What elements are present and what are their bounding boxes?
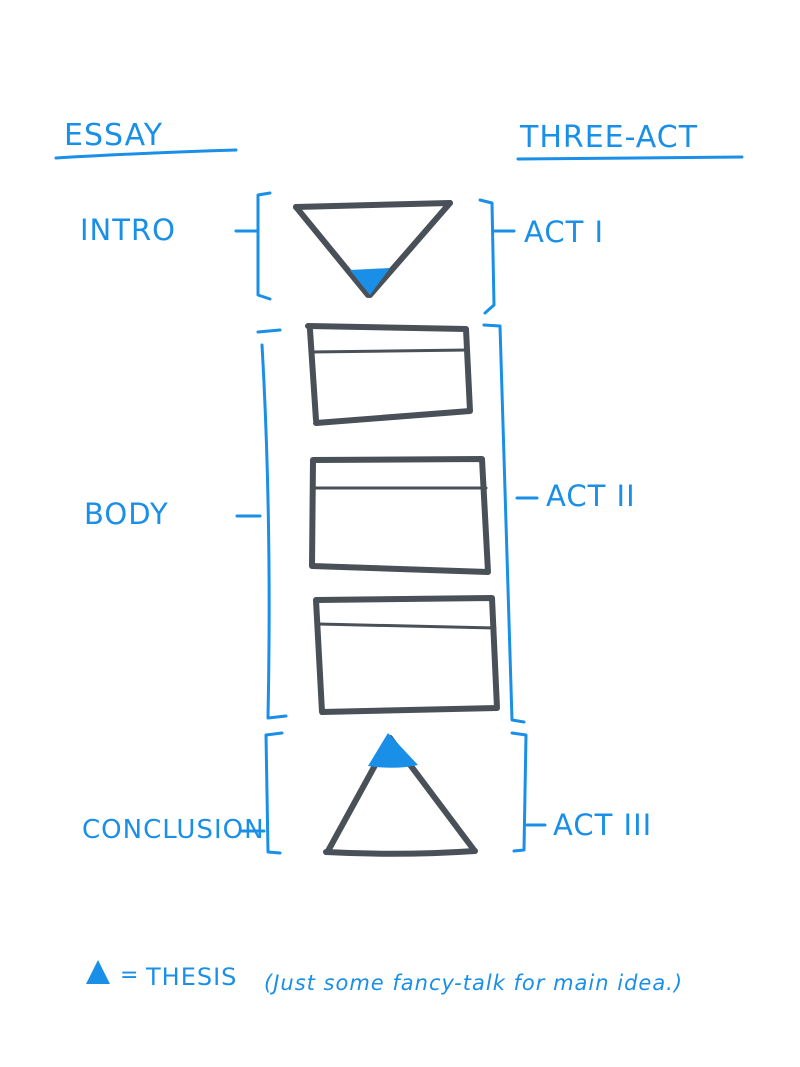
legend-term: THESIS [145, 963, 237, 991]
act1-label: ACT I [524, 215, 604, 249]
body-paragraph-3 [313, 595, 500, 715]
body-bracket-top-tick [256, 328, 282, 334]
act2-bracket-right [482, 323, 526, 724]
act3-bracket-right [510, 731, 528, 853]
thesis-triangle-icon [368, 733, 418, 768]
thesis-triangle-icon [86, 960, 110, 984]
paragraph-2-outline [309, 456, 491, 575]
conclusion-pyramid-shape [323, 733, 478, 857]
intro-funnel-shape [293, 200, 453, 298]
act1-bracket-right [478, 198, 496, 315]
intro-row: INTRO ACT I [80, 191, 604, 315]
conclusion-bracket-left [264, 731, 284, 855]
header-essay: ESSAY [54, 118, 238, 160]
paragraph-1-topic-line [308, 348, 470, 354]
body-paragraph-1 [305, 323, 473, 426]
pyramid-base-edge [323, 848, 478, 857]
act3-label: ACT III [553, 808, 652, 842]
paragraph-1-outline [305, 323, 473, 426]
funnel-left-edge [293, 204, 371, 298]
funnel-right-edge [367, 200, 453, 298]
body-paragraph-2 [309, 456, 491, 575]
header-three-act: THREE-ACT [516, 120, 744, 161]
body-bracket-left [260, 343, 288, 720]
paragraph-3-outline [313, 595, 500, 715]
conclusion-row: CONCLUSION ACT III [82, 731, 652, 855]
legend: = THESIS (Just some fancy-talk for main … [86, 960, 683, 995]
body-row: BODY ACT II [84, 323, 636, 724]
header-three-act-label: THREE-ACT [519, 120, 698, 155]
paragraph-1-left-edge [307, 327, 319, 423]
legend-equals: = [120, 963, 139, 988]
body-label: BODY [84, 497, 169, 531]
intro-bracket-left [256, 191, 272, 301]
legend-note: (Just some fancy-talk for main idea.) [264, 971, 683, 995]
intro-label: INTRO [80, 213, 176, 247]
header-essay-underline [54, 148, 238, 160]
paragraph-3-topic-line [316, 622, 497, 630]
act2-label: ACT II [546, 479, 636, 513]
header-essay-label: ESSAY [64, 118, 163, 153]
thesis-triangle-icon [350, 268, 390, 295]
funnel-top-edge [293, 200, 453, 210]
conclusion-label: CONCLUSION [82, 815, 265, 845]
header-three-act-underline [516, 155, 744, 161]
